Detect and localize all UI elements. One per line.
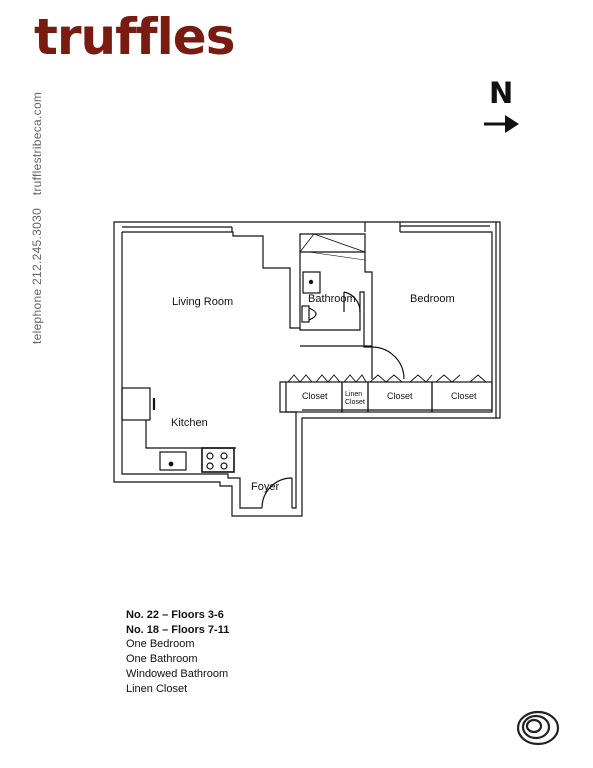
feature-item: Windowed Bathroom: [126, 667, 229, 680]
room-foyer: Foyer: [251, 481, 279, 493]
room-living-room: Living Room: [172, 296, 233, 308]
unit-line-2: No. 18 – Floors 7-11: [126, 623, 230, 636]
brand-name: truffles: [34, 8, 235, 66]
room-kitchen: Kitchen: [171, 417, 208, 429]
room-linen-closet-line1: Linen: [345, 391, 362, 398]
feature-item: Linen Closet: [126, 682, 188, 695]
stove: [201, 447, 235, 473]
feature-item: One Bathroom: [126, 653, 198, 666]
north-compass: N: [481, 79, 527, 139]
exterior-wall-outer: [113, 221, 501, 517]
room-bedroom: Bedroom: [410, 293, 455, 305]
arrow-right-icon: [484, 115, 519, 133]
room-closet-1: Closet: [302, 391, 328, 401]
brand-logo: truffles: [34, 12, 235, 62]
bathroom-walls: [299, 233, 373, 348]
unit-line-1: No. 22 – Floors 3-6: [126, 609, 224, 621]
room-linen-closet-line2: Closet: [345, 399, 365, 406]
feature-item: One Bedroom: [126, 638, 195, 651]
exterior-wall-inner: [122, 231, 300, 329]
room-bathroom: Bathroom: [308, 293, 356, 305]
unit-details: No. 22 – Floors 3-6 No. 18 – Floors 7-11…: [126, 608, 229, 696]
swirl-logo-icon: [516, 710, 560, 746]
room-closet-2: Closet: [387, 391, 413, 401]
upper-cabinet: [121, 387, 151, 421]
compass-letter: N: [489, 76, 514, 110]
room-closet-3: Closet: [451, 391, 477, 401]
